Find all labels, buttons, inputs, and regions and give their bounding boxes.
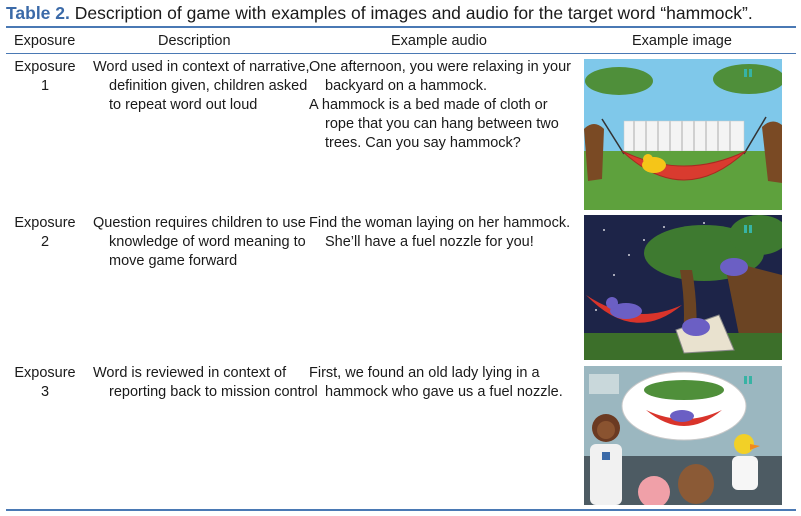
row-3-example-image <box>584 366 782 505</box>
row-1-description: Word used in context of narrative, defin… <box>93 59 310 113</box>
row-1-exposure-label: Exposure <box>14 59 76 75</box>
row-3-description: Word is reviewed in context of reporting… <box>93 365 318 400</box>
table-header-rule <box>6 53 796 54</box>
row-1-example-image <box>584 59 782 210</box>
header-description: Description <box>158 33 231 49</box>
row-1-audio: One afternoon, you were relaxing in your… <box>309 58 577 153</box>
row-1-audio-narrative: One afternoon, you were relaxing in your… <box>309 59 571 94</box>
row-1-exposure-number: 1 <box>40 78 50 94</box>
row-1-exposure: Exposure 1 <box>8 58 82 96</box>
row-2-example-image <box>584 215 782 360</box>
row-3-audio: First, we found an old lady lying in a h… <box>309 365 563 400</box>
row-1-audio-definition: A hammock is a bed made of cloth or rope… <box>309 97 559 151</box>
table-caption: Table 2. Description of game with exampl… <box>6 3 753 24</box>
table-title: Description of game with examples of ima… <box>74 3 753 23</box>
header-exposure: Exposure <box>14 33 76 49</box>
row-3-exposure: Exposure 3 <box>8 364 82 402</box>
row-2-description: Question requires children to use knowle… <box>93 215 306 269</box>
table-bottom-rule <box>6 509 796 511</box>
row-2-exposure-label: Exposure <box>14 215 76 231</box>
table-label: Table 2. <box>6 3 70 23</box>
table-top-rule <box>6 26 796 28</box>
row-3-exposure-label: Exposure <box>14 365 76 381</box>
row-2-exposure: Exposure 2 <box>8 214 82 252</box>
header-image: Example image <box>632 33 732 49</box>
row-3-exposure-number: 3 <box>40 384 50 400</box>
row-2-audio: Find the woman laying on her hammock. Sh… <box>309 215 571 250</box>
row-2-exposure-number: 2 <box>40 234 50 250</box>
header-audio: Example audio <box>391 33 487 49</box>
